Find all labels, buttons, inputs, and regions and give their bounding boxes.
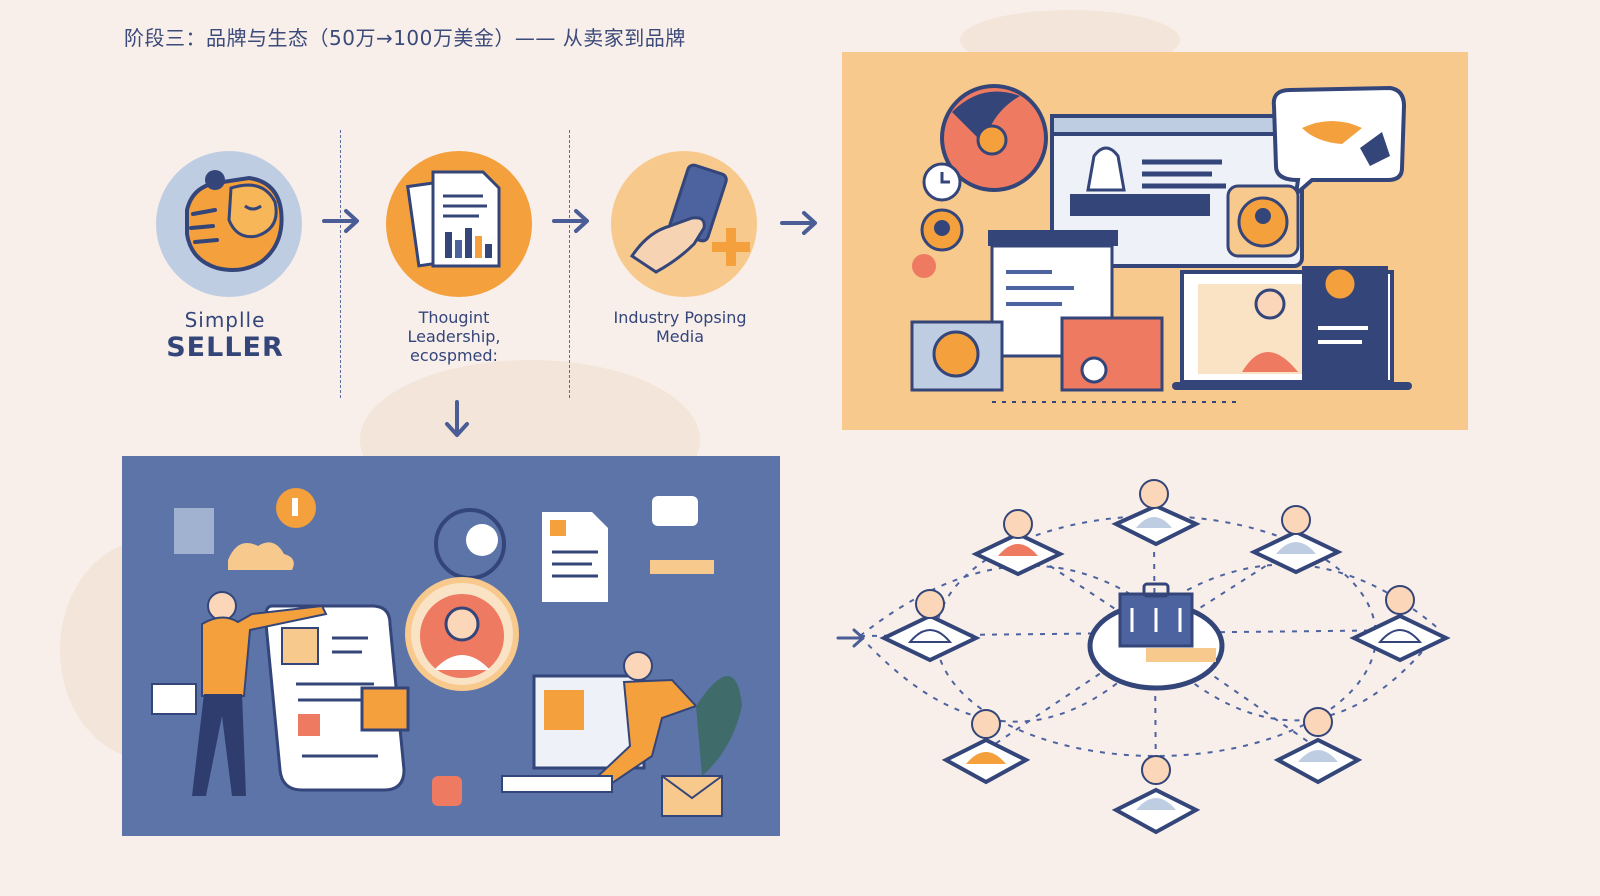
step-label-line: Industry Popsing bbox=[613, 308, 747, 327]
brand-media-illustration bbox=[842, 52, 1468, 430]
arrow-right-icon bbox=[322, 209, 359, 233]
fist-icon bbox=[156, 151, 302, 297]
step-label-seller: Simplle SELLER bbox=[130, 308, 320, 364]
step-label-line: Media bbox=[655, 327, 705, 347]
page-title: 阶段三：品牌与生态（50万→100万美金）—— 从卖家到品牌 bbox=[124, 26, 686, 50]
step-label-thought-leadership: Thougint Leadership, ecospmed: bbox=[364, 308, 544, 366]
community-network-diagram bbox=[859, 479, 1451, 835]
network-node bbox=[1349, 585, 1451, 663]
network-node bbox=[941, 709, 1031, 785]
network-node bbox=[1249, 505, 1343, 575]
team-collaboration-illustration bbox=[122, 456, 780, 836]
step-label-line: Leadership, bbox=[407, 327, 501, 347]
network-node bbox=[879, 589, 981, 663]
network-node bbox=[971, 509, 1065, 577]
step-label-line: ecospmed: bbox=[410, 346, 498, 366]
step-divider bbox=[569, 130, 570, 398]
arrow-right-icon bbox=[552, 209, 589, 233]
documents-icon bbox=[386, 151, 532, 297]
arrow-down-icon bbox=[445, 400, 469, 437]
step-label-line: Simplle bbox=[184, 308, 266, 332]
network-node bbox=[1273, 707, 1363, 785]
step-label-line: SELLER bbox=[166, 332, 284, 363]
network-node bbox=[1111, 479, 1201, 547]
arrow-right-icon bbox=[836, 628, 865, 648]
step-label-industry-media: Industry Popsing Media bbox=[590, 308, 770, 346]
step-label-line: Thougint bbox=[418, 308, 490, 327]
phone-hand-icon bbox=[611, 151, 757, 297]
arrow-right-icon bbox=[780, 211, 817, 235]
step-divider bbox=[340, 130, 341, 398]
network-node bbox=[1111, 755, 1201, 835]
